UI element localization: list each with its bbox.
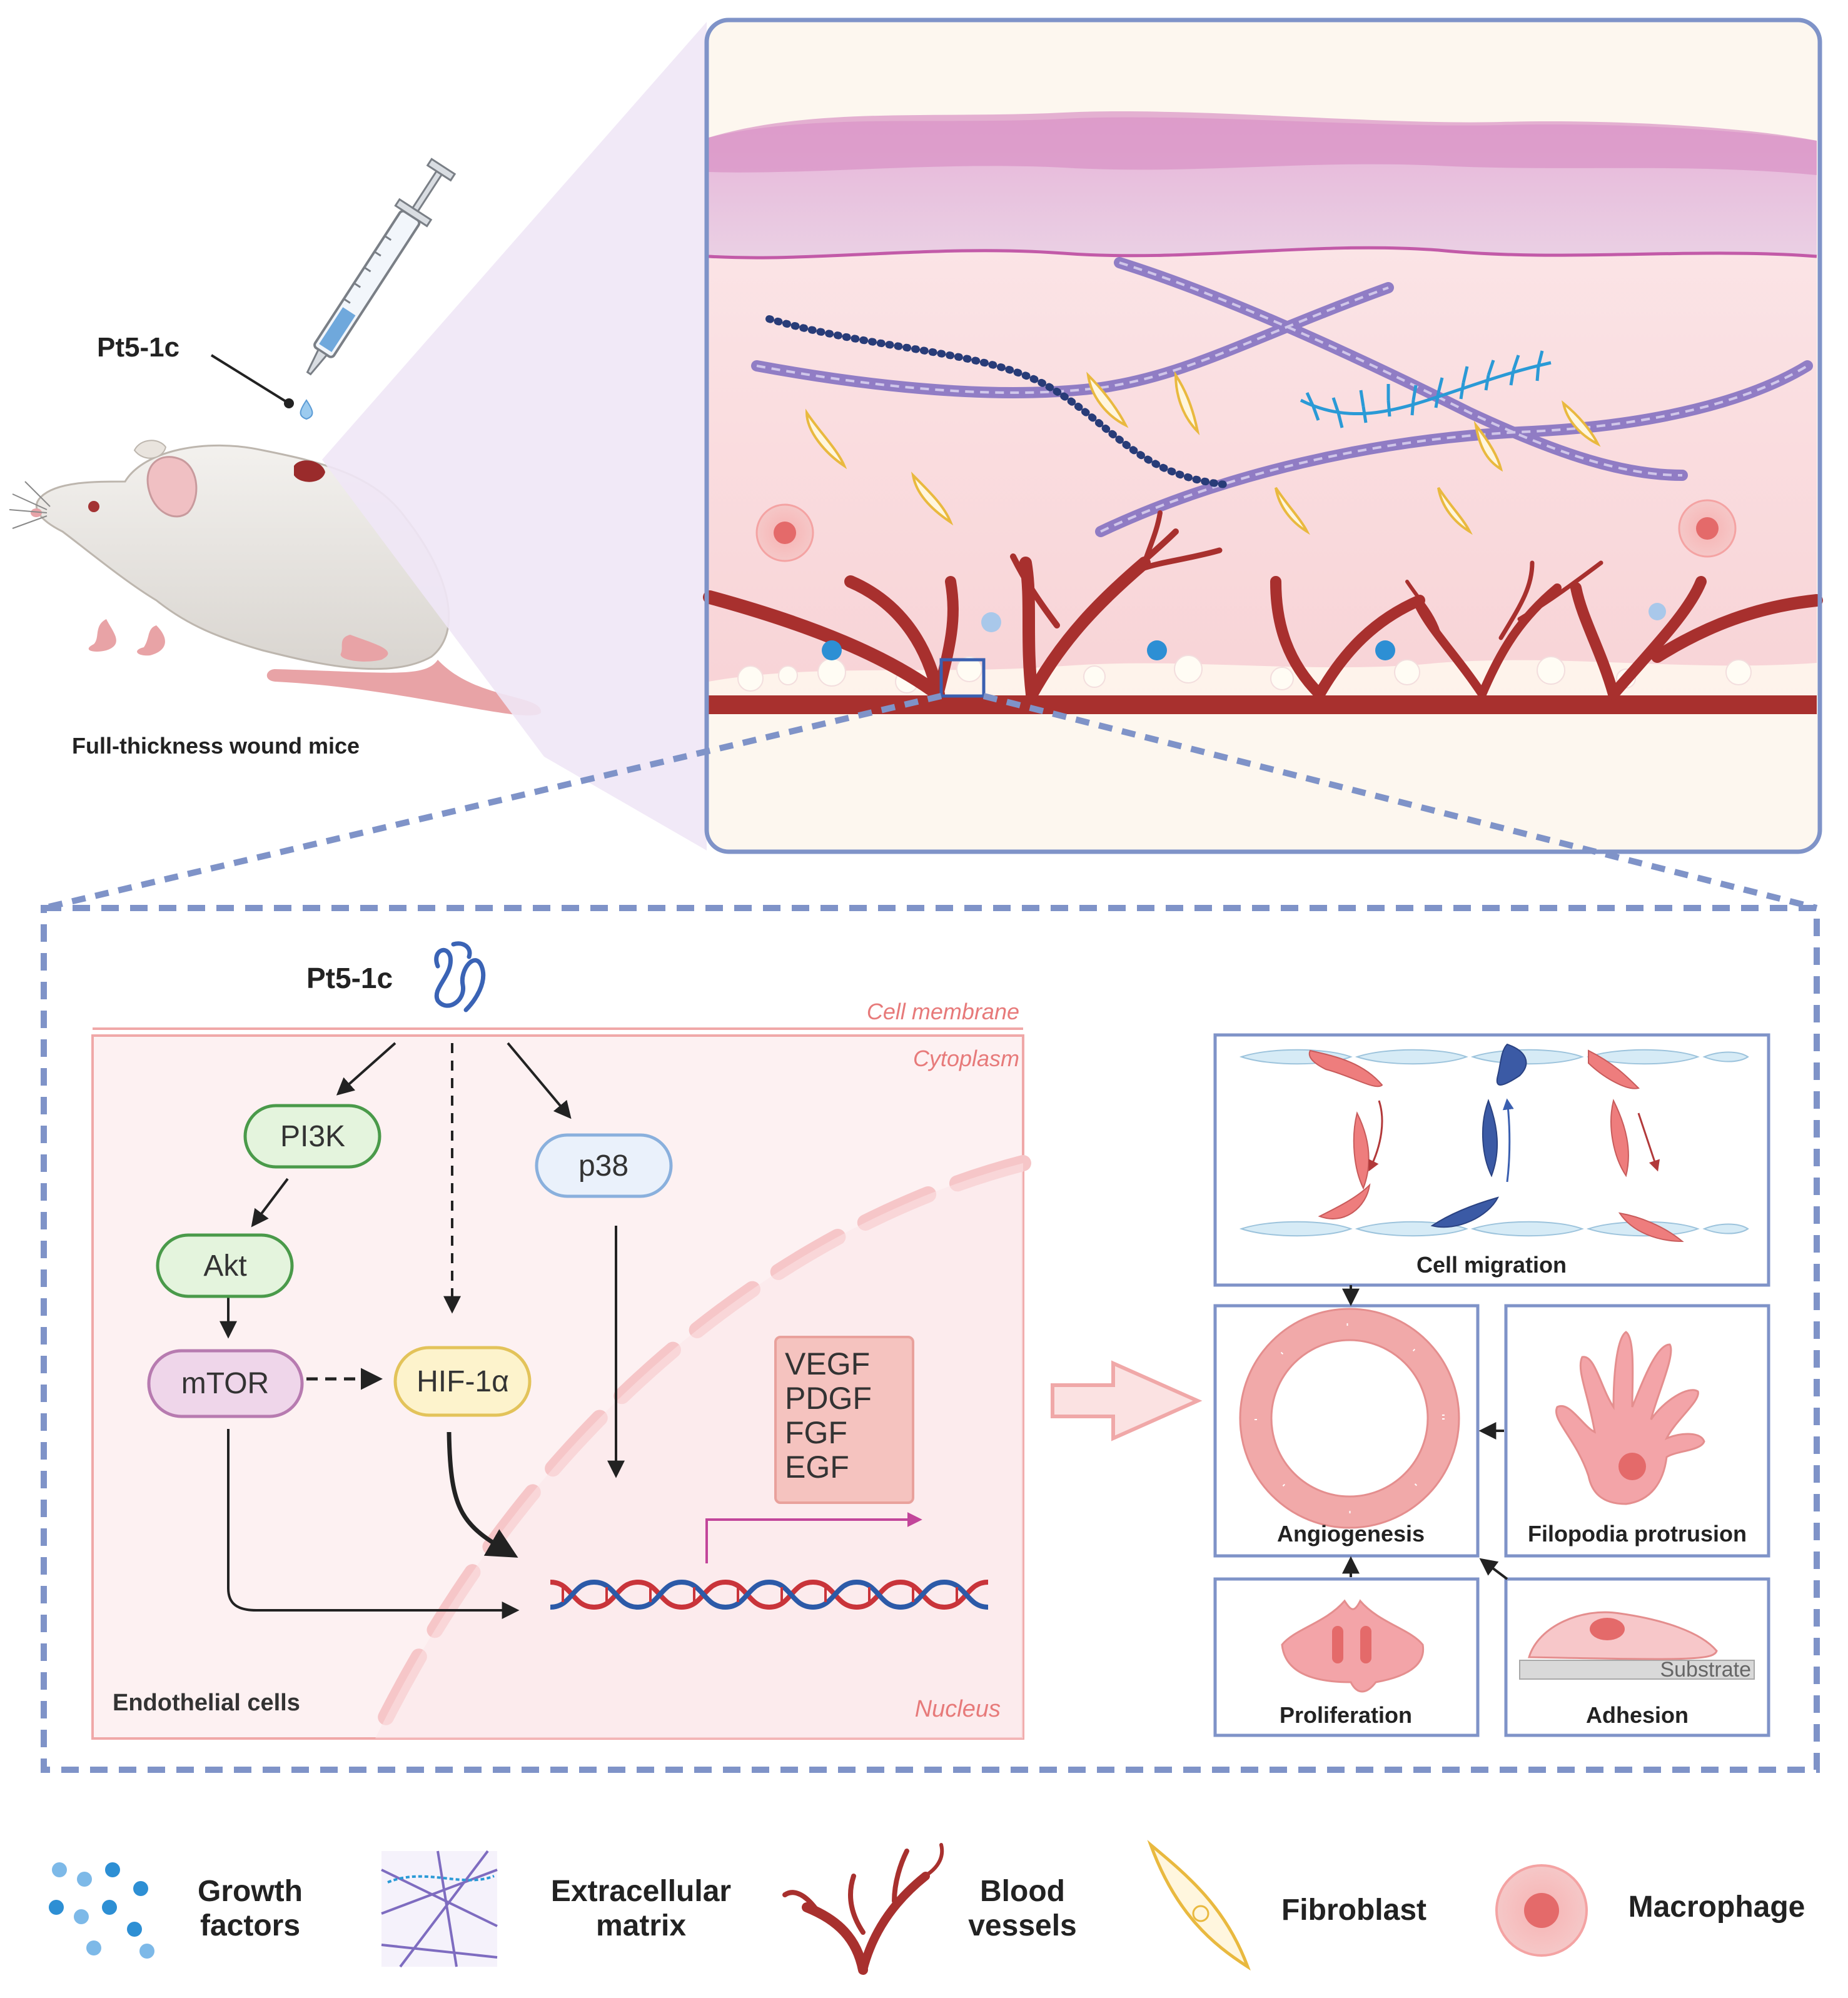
legend-growth-factors-line2: factors <box>200 1909 300 1942</box>
pathway-arrows <box>220 1042 625 1619</box>
gene-label-pdgf: PDGF <box>785 1381 872 1416</box>
mechanism-panel-border <box>41 905 1820 1773</box>
zoom-cone <box>322 22 707 850</box>
node-akt: Akt <box>156 1233 294 1298</box>
cell-membrane-label: Cell membrane <box>867 999 1019 1024</box>
gene-label-egf: EGF <box>785 1450 849 1485</box>
cell-migration-box: Cell migration <box>1213 1033 1770 1287</box>
substrate-label: Substrate <box>1660 1658 1751 1682</box>
blood-vessels-icon <box>782 1843 944 1975</box>
cytoplasm-label: Cytoplasm <box>913 1046 1019 1071</box>
node-mtor: mTOR <box>147 1349 304 1418</box>
fibroblast-icon <box>1147 1840 1251 1971</box>
mouse-caption: Full-thickness wound mice <box>72 733 360 759</box>
outcome-arrow <box>1051 1360 1203 1441</box>
cell-type-label: Endothelial cells <box>113 1690 300 1716</box>
gene-box: VEGF PDGF FGF EGF <box>774 1336 914 1504</box>
legend-growth-factors-line1: Growth <box>198 1875 303 1908</box>
legend-ecm-line2: matrix <box>596 1909 686 1942</box>
transcription-arrow <box>705 1512 922 1563</box>
mouse-drug-label: Pt5-1c <box>97 332 179 363</box>
legend-ecm-line1: Extracellular <box>551 1875 731 1908</box>
legend-blood-vessels-line1: Blood <box>980 1875 1065 1908</box>
zoom-dashed-lines <box>43 693 1818 911</box>
mouse-illustration <box>9 440 542 716</box>
angiogenesis-label: Angiogenesis <box>1277 1521 1425 1546</box>
node-hif: HIF-1α <box>393 1346 532 1417</box>
legend-fibroblast: Fibroblast <box>1281 1894 1426 1927</box>
legend-blood-vessels-line2: vessels <box>968 1909 1077 1942</box>
proliferation-box: Proliferation <box>1213 1577 1480 1737</box>
legend-macrophage: Macrophage <box>1628 1890 1805 1924</box>
drug-pointer <box>210 354 294 408</box>
node-p38-label: p38 <box>578 1149 629 1183</box>
dna-helix <box>550 1579 989 1610</box>
adhesion-label: Adhesion <box>1586 1702 1689 1728</box>
macrophage-icon <box>1495 1864 1588 1957</box>
ecm-icon <box>381 1850 498 1968</box>
outcome-connectors <box>1342 1285 1508 1580</box>
legend: Growth factors Extracellular matrix Bloo… <box>49 1840 1805 1975</box>
adhesion-box: Substrate Adhesion <box>1504 1577 1770 1737</box>
skin-section-panel <box>703 18 1823 854</box>
filopodia-label: Filopodia protrusion <box>1528 1521 1747 1546</box>
angiogenesis-box: Angiogenesis <box>1213 1304 1480 1558</box>
node-p38: p38 <box>535 1133 673 1198</box>
proliferation-label: Proliferation <box>1280 1702 1412 1728</box>
cell-migration-label: Cell migration <box>1416 1252 1567 1278</box>
pathway-drug-label: Pt5-1c <box>306 962 393 994</box>
node-hif-label: HIF-1α <box>417 1365 509 1398</box>
node-akt-label: Akt <box>203 1249 246 1283</box>
node-pi3k-label: PI3K <box>280 1120 345 1153</box>
nucleus-label: Nucleus <box>915 1696 1001 1722</box>
growth-factors-icon <box>49 1862 154 1959</box>
gene-label-fgf: FGF <box>785 1415 847 1450</box>
peptide-icon <box>434 941 486 1012</box>
gene-label-vegf: VEGF <box>785 1346 870 1381</box>
filopodia-box: Filopodia protrusion <box>1504 1304 1770 1558</box>
node-mtor-label: mTOR <box>181 1367 269 1400</box>
syringe-icon <box>300 158 457 420</box>
node-pi3k: PI3K <box>243 1104 381 1169</box>
